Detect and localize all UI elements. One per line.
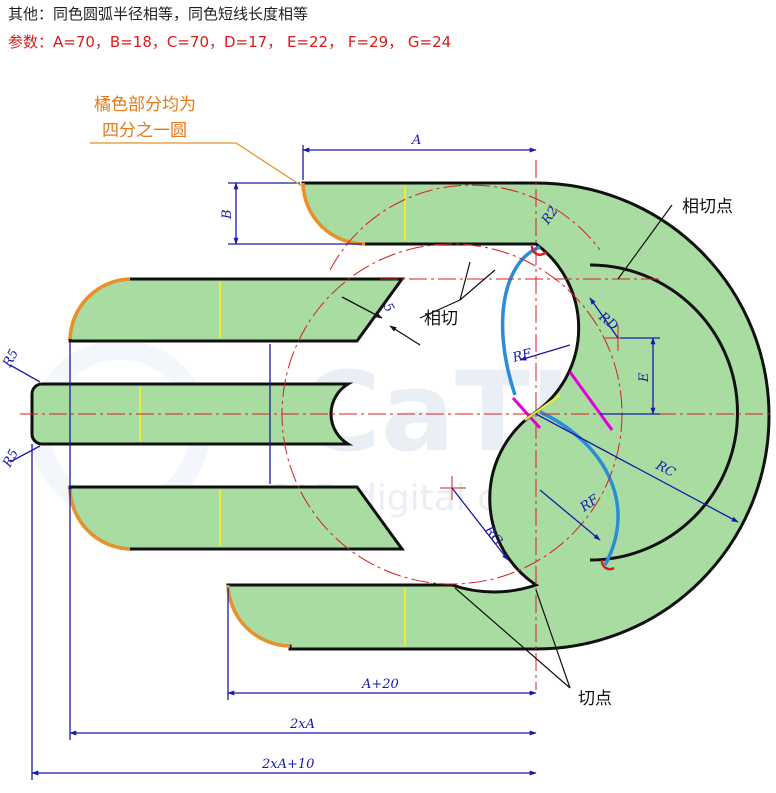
- note-tangent: 相切: [424, 309, 458, 329]
- header-other-note: 其他：同色圆弧半径相等，同色短线长度相等: [8, 5, 309, 23]
- yellow-short-lines: [139, 186, 561, 646]
- note-tangent-points: 切点: [578, 689, 612, 709]
- dim-A: A: [411, 133, 421, 148]
- dim-E: E: [637, 372, 652, 383]
- note-orange-line2: 四分之一圆: [102, 121, 187, 141]
- leader-lines: [90, 142, 673, 689]
- dim-2xA: 2xA: [289, 717, 315, 732]
- dim-R5-top: R5: [0, 347, 22, 371]
- dim-B: B: [220, 209, 235, 220]
- header-parameters: 参数：A=70，B=18，C=70，D=17， E=22， F=29， G=24: [8, 33, 452, 51]
- orange-quarter-arcs: [68, 182, 366, 648]
- upper-finger: [68, 277, 405, 343]
- middle-bar: [30, 382, 354, 446]
- dim-2xA-plus-10: 2xA+10: [261, 757, 314, 772]
- note-orange-line1: 橘色部分均为: [94, 95, 196, 115]
- dim-RF-upper: RF: [510, 346, 534, 366]
- red-tangent-marks: [530, 245, 615, 571]
- five-gap-dimension: [341, 296, 421, 346]
- lower-finger: [68, 485, 405, 551]
- dim-A-plus-20: A+20: [361, 677, 399, 692]
- note-tangent-point: 相切点: [682, 197, 733, 217]
- hook-body: [226, 181, 771, 651]
- dim-R5-bottom: R5: [0, 447, 22, 471]
- blue-s-arcs: [500, 245, 620, 566]
- dimension-lines: [9, 145, 739, 780]
